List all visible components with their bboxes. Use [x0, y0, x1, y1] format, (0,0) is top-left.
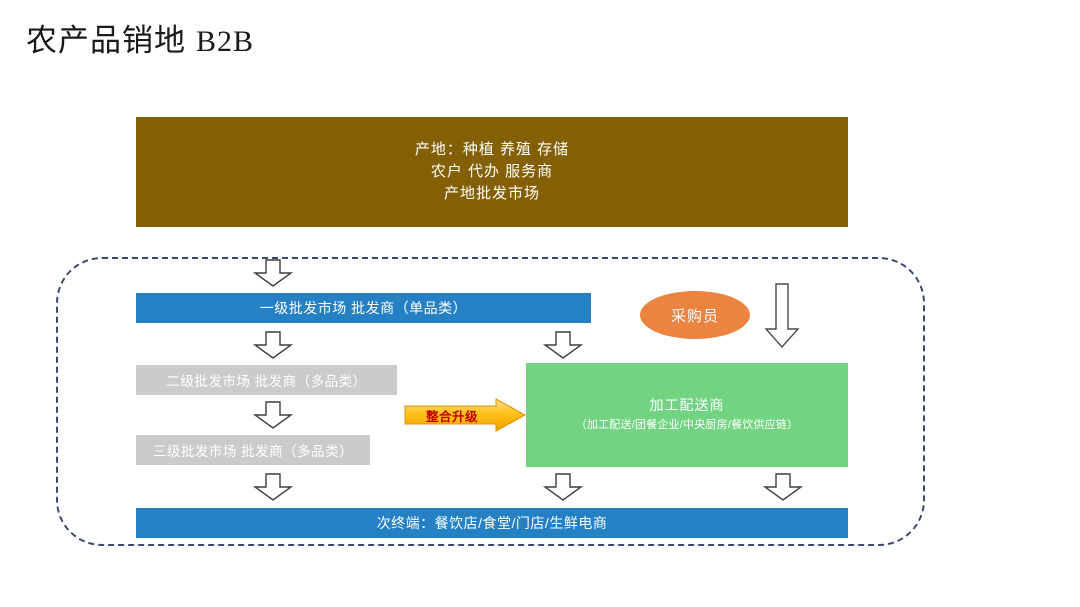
level2-wholesale-box: 二级批发市场 批发商（多品类） [136, 365, 397, 395]
level1-wholesale-box: 一级批发市场 批发商（单品类） [136, 293, 591, 323]
terminal-channel-box: 次终端：餐饮店/食堂/门店/生鲜电商 [136, 508, 848, 538]
upgrade-arrow: 整合升级 [404, 398, 526, 432]
level1-wholesale-label: 一级批发市场 批发商（单品类） [259, 300, 468, 316]
down-arrow-icon-direct-channel [764, 283, 800, 349]
down-arrow-icon-level2-to-level3 [253, 401, 293, 429]
terminal-channel-label: 次终端：餐饮店/食堂/门店/生鲜电商 [376, 515, 608, 531]
down-arrow-icon-level3-to-terminal [253, 473, 293, 501]
down-arrow-icon-direct-to-terminal [763, 473, 803, 501]
origin-production-box: 产地：种植 养殖 存储 农户 代办 服务商 产地批发市场 [136, 117, 848, 227]
origin-line-2: 农户 代办 服务商 [430, 163, 554, 180]
sales-region-dashed-container [56, 257, 925, 546]
processor-distributor-box: 加工配送商 （加工配送/团餐企业/中央厨房/餐饮供应链） [526, 363, 848, 467]
page-title-cn: 农产品销地 [26, 23, 186, 58]
upgrade-arrow-label: 整合升级 [425, 409, 478, 424]
down-arrow-icon-level1-to-processor [543, 331, 583, 359]
processor-title: 加工配送商 [649, 397, 725, 413]
page-title-latin: B2B [196, 25, 255, 58]
buyer-label: 采购员 [670, 307, 719, 325]
origin-line-3: 产地批发市场 [443, 185, 540, 202]
down-arrow-icon-processor-to-terminal [543, 473, 583, 501]
level2-wholesale-label: 二级批发市场 批发商（多品类） [166, 374, 367, 389]
level3-wholesale-box: 三级批发市场 批发商（多品类） [136, 435, 370, 465]
origin-line-1: 产地：种植 养殖 存储 [414, 141, 570, 158]
page-title: 农产品销地 B2B [26, 20, 254, 63]
down-arrow-icon-level1-to-level2 [253, 331, 293, 359]
processor-subtitle: （加工配送/团餐企业/中央厨房/餐饮供应链） [575, 419, 799, 431]
buyer-ellipse: 采购员 [640, 291, 750, 339]
down-arrow-icon-origin-to-level1 [253, 259, 293, 287]
level3-wholesale-label: 三级批发市场 批发商（多品类） [152, 444, 354, 459]
